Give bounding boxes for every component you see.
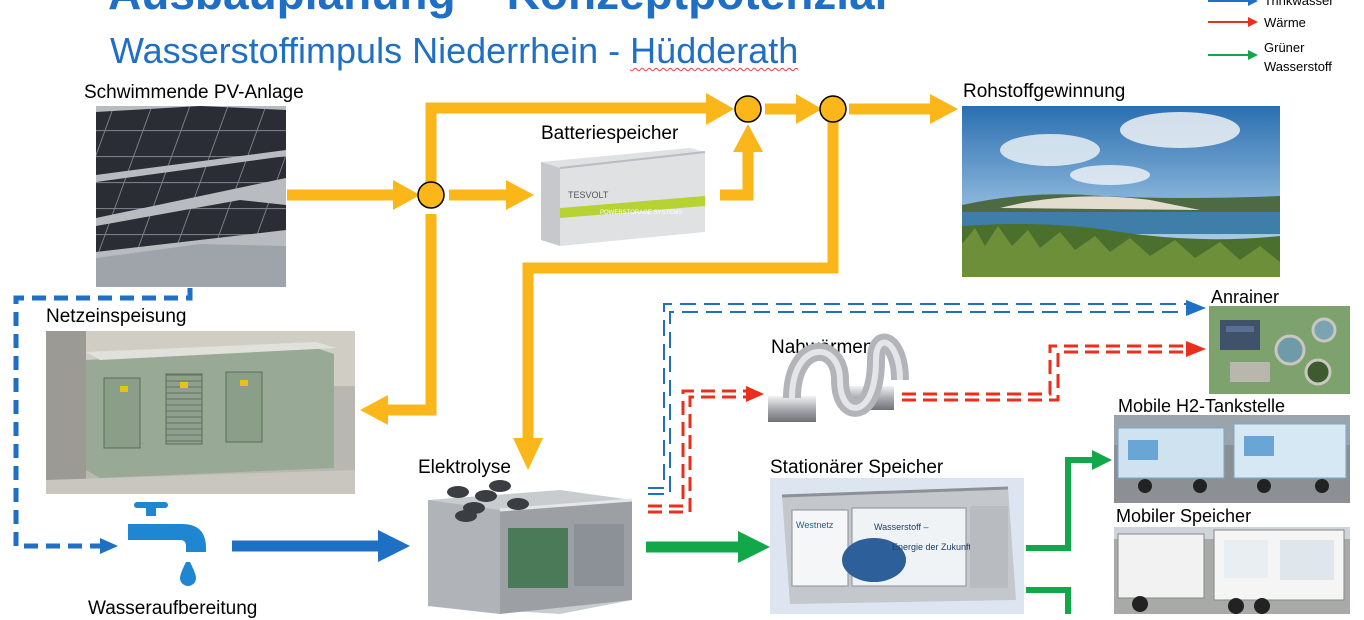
arrowhead-water-dashed — [100, 538, 118, 554]
arrowhead-h2-main — [738, 531, 770, 563]
legend-label-hydrogen-line2: Wasserstoff — [1264, 59, 1332, 74]
legend-lines — [1208, 0, 1258, 60]
label-pv: Schwimmende PV-Anlage — [84, 82, 304, 103]
power-line-battery-up — [720, 150, 754, 201]
heat-arrowheads — [746, 341, 1206, 402]
arrowhead-battery-up — [733, 124, 763, 152]
battery-subbrand: POWERSTORAGE SYSTEMS — [600, 210, 682, 216]
heat-line-to-network-b — [648, 395, 748, 514]
arrowhead-raw — [930, 94, 958, 124]
arrowhead-h2-mobile — [1092, 450, 1112, 470]
label-battery: Batteriespeicher — [541, 123, 679, 144]
pv-plant-image — [96, 106, 286, 287]
water-tap-icon — [128, 502, 206, 586]
water-arrowheads — [100, 300, 1206, 562]
stationary-storage-image: Westnetz Wasserstoff – Energie der Zukun… — [770, 478, 1024, 614]
legend-arrow-drinking-water — [1248, 0, 1258, 6]
water-line-double-a — [648, 303, 1186, 489]
hydrogen-arrowheads — [738, 450, 1112, 563]
arrowhead-water-neighbors — [1186, 300, 1206, 316]
arrowhead-pv — [393, 180, 420, 210]
heat-flows — [648, 344, 1186, 514]
arrowhead-heat-network — [746, 386, 764, 402]
raw-material-image — [962, 106, 1280, 277]
heat-line-to-neighbors-a — [902, 344, 1186, 396]
label-neighbors: Anrainer — [1211, 287, 1280, 307]
h2-line-to-mobile-storage — [1026, 587, 1071, 614]
h2-line-to-mobile-h2 — [1026, 457, 1094, 551]
battery-brand: TESVOLT — [568, 190, 609, 200]
heat-line-to-network-a — [648, 389, 748, 508]
grid-station-image — [46, 331, 355, 494]
tank-brand: Westnetz — [796, 520, 834, 530]
label-raw-material: Rohstoffgewinnung — [963, 81, 1126, 102]
arrowhead-grid — [360, 395, 388, 425]
hydrogen-flows — [646, 457, 1094, 614]
mobile-storage-image — [1114, 527, 1350, 614]
legend-arrow-hydrogen — [1248, 50, 1258, 60]
arrowhead-battery — [506, 180, 534, 210]
tank-text-2: Energie der Zukunft. — [892, 542, 974, 552]
junction-3 — [819, 95, 847, 123]
arrowhead-water-main — [378, 530, 410, 562]
water-line-dashed — [13, 288, 193, 549]
label-mobile-h2: Mobile H2-Tankstelle — [1118, 396, 1286, 416]
water-flows — [13, 288, 1186, 552]
label-grid: Netzeinspeisung — [46, 306, 187, 327]
power-line-to-grid — [386, 214, 437, 416]
arrowhead-node2 — [706, 93, 734, 125]
power-line-to-electrolysis — [522, 122, 839, 440]
page-subtitle: Wasserstoffimpuls Niederrhein - Hüdderat… — [110, 30, 798, 72]
subtitle-place: Hüdderath — [630, 30, 799, 71]
tank-text-1: Wasserstoff – — [874, 522, 929, 532]
label-stationary-storage: Stationärer Speicher — [770, 457, 944, 478]
junction-2 — [734, 95, 762, 123]
water-line-double-b — [648, 311, 1186, 495]
junction-1 — [417, 181, 445, 209]
mobile-h2-image — [1114, 415, 1350, 503]
power-junctions — [417, 95, 847, 209]
power-line-trunk — [425, 102, 708, 195]
label-electrolysis: Elektrolyse — [418, 457, 511, 478]
heat-line-to-neighbors-b — [902, 350, 1186, 402]
page-title: Ausbauplanung – Konzeptpotenzial — [108, 0, 887, 20]
arrowhead-heat-neighbors — [1186, 341, 1206, 357]
power-arrowheads — [360, 93, 958, 470]
legend-arrow-heat — [1248, 17, 1258, 27]
arrowhead-node3 — [796, 94, 822, 124]
legend-label-hydrogen-line1: Grüner — [1264, 40, 1305, 55]
neighbors-image — [1209, 306, 1350, 394]
legend-label-heat: Wärme — [1264, 15, 1306, 30]
power-flows — [287, 102, 932, 440]
electrolysis-image — [428, 480, 633, 614]
battery-container-image: TESVOLT POWERSTORAGE SYSTEMS — [541, 148, 706, 246]
arrowhead-electrolysis — [513, 438, 543, 470]
label-mobile-storage: Mobiler Speicher — [1116, 506, 1252, 526]
legend-label-drinking-water: Trinkwasser — [1264, 0, 1334, 8]
heat-network-image — [768, 333, 909, 422]
subtitle-text: Wasserstoffimpuls Niederrhein - — [110, 30, 631, 71]
